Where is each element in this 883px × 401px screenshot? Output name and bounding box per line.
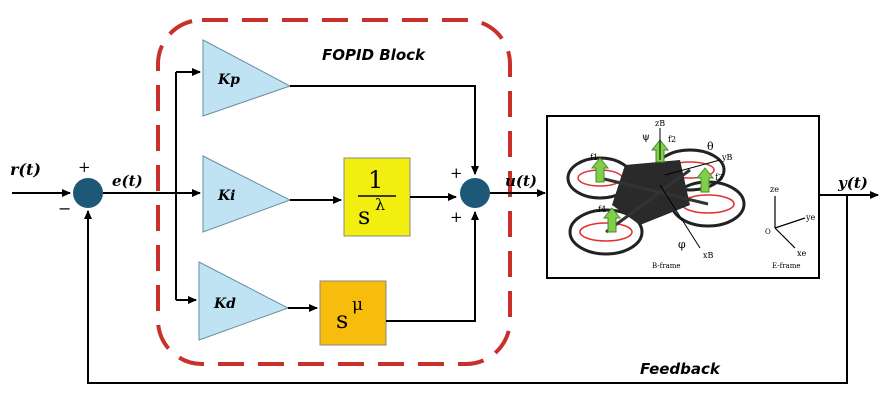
- feedback-label: Feedback: [640, 360, 721, 378]
- earth-origin-label: O: [765, 228, 771, 236]
- kd-gain-triangle: [198, 261, 290, 341]
- kp-gain-label: Kp: [217, 72, 240, 88]
- control-summing-junction: [460, 178, 490, 208]
- quadrotor-body: [612, 160, 690, 225]
- earth-x-axis-label: xe: [797, 249, 807, 258]
- yaw-psi-label: ψ: [642, 132, 650, 143]
- earth-z-axis-label: ze: [770, 185, 779, 194]
- error-signal-label: e(t): [112, 172, 143, 190]
- integrator-denominator-exponent: λ: [375, 195, 385, 214]
- b-frame-label: B-frame: [652, 262, 681, 270]
- summing-plus-sign: +: [78, 158, 91, 176]
- integrator-numerator: 1: [368, 166, 383, 194]
- body-y-axis-label: yB: [721, 153, 733, 162]
- kp-to-sum-line: [290, 85, 479, 175]
- differentiator-to-sum-line: [386, 211, 479, 322]
- kd-gain-label: Kd: [213, 296, 236, 312]
- reference-signal-label: r(t): [10, 160, 41, 179]
- integrator-block: [343, 157, 411, 237]
- pitch-theta-label: θ: [707, 140, 714, 153]
- sum-plus-top: +: [450, 164, 463, 182]
- body-z-axis-label: zB: [655, 119, 665, 128]
- sum-plus-bottom: +: [450, 208, 463, 226]
- differentiator-base: s: [336, 306, 348, 334]
- integrator-denominator-base: s: [358, 202, 370, 230]
- summing-minus-sign: −: [58, 199, 71, 218]
- earth-frame-axes: [774, 196, 806, 249]
- roll-phi-label: φ: [678, 238, 686, 251]
- thrust-f2-label: f2: [668, 135, 676, 144]
- thrust-f4-label: f4: [598, 205, 606, 214]
- ki-gain-label: Ki: [217, 188, 236, 204]
- differentiator-block: [319, 280, 387, 346]
- fopid-block-title: FOPID Block: [322, 46, 426, 64]
- differentiator-exponent: μ: [352, 295, 363, 315]
- feedback-line: [84, 195, 848, 384]
- thrust-f3-label: f3: [715, 173, 723, 182]
- thrust-f1-label: f1: [590, 153, 598, 162]
- e-frame-label: E-frame: [772, 262, 801, 270]
- output-signal-label: y(t): [837, 174, 868, 192]
- earth-y-axis-label: ye: [805, 213, 816, 222]
- kp-gain-triangle: [202, 39, 292, 117]
- body-x-axis-label: xB: [703, 251, 714, 260]
- control-signal-label: u(t): [505, 172, 537, 190]
- error-summing-junction: [73, 178, 103, 208]
- ki-gain-triangle: [202, 155, 292, 233]
- quadrotor-plant: zB yB xB f1 f2 f3 f4 ψ θ φ B-frame ze ye…: [546, 115, 820, 279]
